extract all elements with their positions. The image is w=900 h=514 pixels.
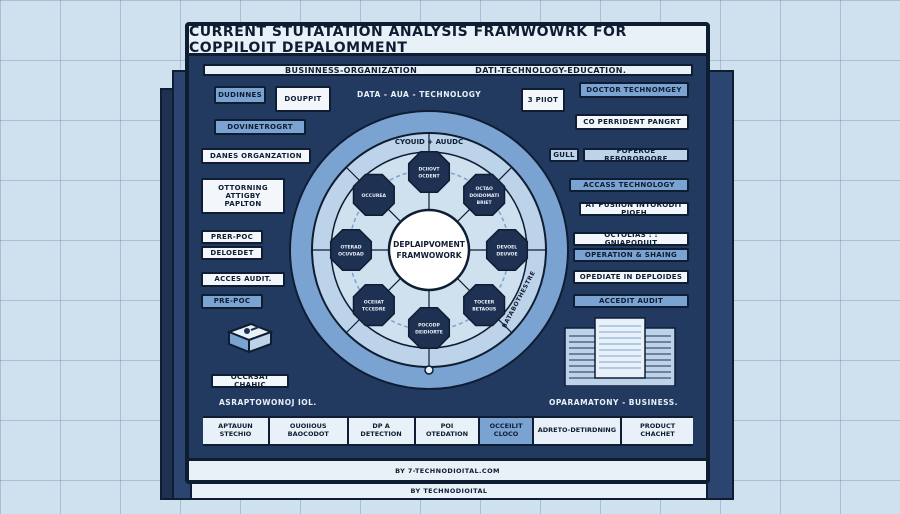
- right-label-9: OPERATION & SHAING: [573, 248, 689, 262]
- left-label-4: DANES ORGANZATION: [201, 148, 311, 164]
- inner-footer-text: BY 7-TECHNODIOITAL.COM: [395, 466, 500, 475]
- center-circle: [387, 208, 471, 292]
- diagram-node-label: BETAOUS: [472, 307, 496, 313]
- top-band-left: BUSINNESS-ORGANIZATION: [285, 65, 418, 75]
- right-label-1: 3 PIIOT: [521, 88, 565, 112]
- diagram-node-shape: [463, 284, 506, 327]
- diagram-node-label: OTERAD: [340, 245, 361, 251]
- right-caption: OPARAMATONY - BUSINESS.: [549, 398, 679, 407]
- left-label-5: OTTORNING ATTIGBY PAPLTON: [201, 178, 285, 214]
- outer-footer: BY TECHNODIOITAL: [190, 484, 708, 500]
- title-bar: CURRENT STUTATATION ANALYSIS FRAMWOWRK F…: [189, 23, 706, 56]
- top-center-label: DATA - AUA - TECHNOLOGY: [357, 90, 482, 99]
- right-label-4: GULL: [549, 148, 579, 162]
- diagram-node-label: OCDENT: [418, 174, 440, 180]
- left-label-2: DOUPPIT: [275, 86, 331, 112]
- diagram-node-8: OCCUREA: [352, 173, 395, 216]
- main-panel: CURRENT STUTATATION ANALYSIS FRAMWOWRK F…: [185, 22, 710, 484]
- bottom-cell-7: PRODUCT CHACHET: [639, 422, 676, 438]
- diagram-node-shape: [463, 173, 506, 216]
- device-illustration: [226, 318, 274, 354]
- deployment-diagram: CYOUID + AUUDC DEPLAIPVOMENT FRAMWOWORK …: [289, 110, 569, 390]
- ring-top-label: CYOUID + AUUDC: [395, 138, 463, 146]
- center-label-line-2: FRAMWOWORK: [396, 251, 462, 260]
- bottom-cell-2: OUOIIOUS BAOCODOT: [270, 418, 349, 444]
- bottom-cell-4: POI OTEDATION: [416, 418, 481, 444]
- bottom-pin: [424, 365, 434, 375]
- top-band: BUSINNESS-ORGANIZATION DATI-TECHNOLOGY-E…: [203, 64, 693, 76]
- right-label-5: FOPEROE REBOROBOORE: [583, 148, 689, 162]
- diagram-node-label: OCCUREA: [361, 193, 386, 199]
- diagram-node-shape: [352, 173, 395, 216]
- diagram-node-label: OCTAO: [475, 186, 493, 192]
- center-label-line-1: DEPLAIPVOMENT: [393, 240, 466, 249]
- diagram-node-shape: [352, 284, 395, 327]
- right-label-7: AT PUSIION INTORODIT PIOEH: [579, 202, 689, 216]
- right-label-8: OCTOLIAS : : GNIAPODUIT: [573, 232, 689, 246]
- bottom-row: APTAUUN STECHIO OUOIIOUS BAOCODOT DP A D…: [203, 416, 693, 446]
- bottom-cell-3: DP A DETECTION: [349, 418, 416, 444]
- bottom-cell-6: ADRETO-DETIRDNING: [534, 418, 623, 444]
- left-caption: ASRAPTOWONOJ IOL.: [219, 398, 317, 407]
- right-label-6: ACCASS TECHNOLOGY: [569, 178, 689, 192]
- diagram-node-label: POCODP: [418, 323, 440, 329]
- document-stack-illustration: [559, 314, 689, 387]
- top-band-right: DATI-TECHNOLOGY-EDUCATION.: [475, 65, 627, 75]
- outer-ring: [290, 111, 568, 389]
- left-label-9: PRE-POC: [201, 294, 263, 309]
- right-label-10: OPEDIATE IN DEPLOIDES: [573, 270, 689, 284]
- diagram-node-label: DEVOEL: [497, 245, 517, 251]
- diagram-node-label: OCEIIAT: [364, 300, 385, 306]
- page-title: CURRENT STUTATATION ANALYSIS FRAMWOWRK F…: [189, 23, 627, 56]
- diagram-node-label: DOIDOMATI: [469, 193, 499, 199]
- right-label-11: ACCEDIT AUDIT: [573, 294, 689, 308]
- diagram-node-label: DEUVOE: [496, 252, 517, 258]
- diagram-node-label: TCCEDRE: [362, 307, 386, 313]
- left-label-7: DELOEDET: [201, 246, 263, 260]
- inner-footer: BY 7-TECHNODIOITAL.COM: [189, 458, 706, 480]
- left-label-8: ACCES AUDIT.: [201, 272, 285, 287]
- diagram-node-label: TOCEER: [474, 300, 495, 306]
- diagram-node-shape: [329, 228, 373, 272]
- diagram-node-label: DEIDIORTE: [415, 330, 443, 336]
- diagram-node-label: OCUVDAD: [338, 252, 364, 258]
- bottom-cell-1: APTAUUN STECHIO: [203, 418, 270, 444]
- left-label-3: DOVINETROGRT: [214, 119, 306, 135]
- right-label-2: DOCTOR TECHNOMGEY: [579, 82, 689, 98]
- left-label-1: DUDINNES: [214, 86, 266, 104]
- diagram-node-shape: [407, 306, 451, 350]
- left-label-10: OCCRSAT CHAHIC: [211, 374, 289, 388]
- diagram-node-label: BRIET: [477, 200, 493, 206]
- diagram-node-shape: [407, 150, 451, 194]
- right-label-3: CO PERRIDENT PANGRT: [575, 114, 689, 130]
- diagram-node-label: DCIIOVT: [418, 167, 440, 173]
- diagram-node-shape: [485, 228, 529, 272]
- outer-footer-text: BY TECHNODIOITAL: [410, 487, 488, 495]
- left-label-6: PRER-POC: [201, 230, 263, 244]
- bottom-cell-5: OCCEILIT CLOCO: [480, 418, 534, 444]
